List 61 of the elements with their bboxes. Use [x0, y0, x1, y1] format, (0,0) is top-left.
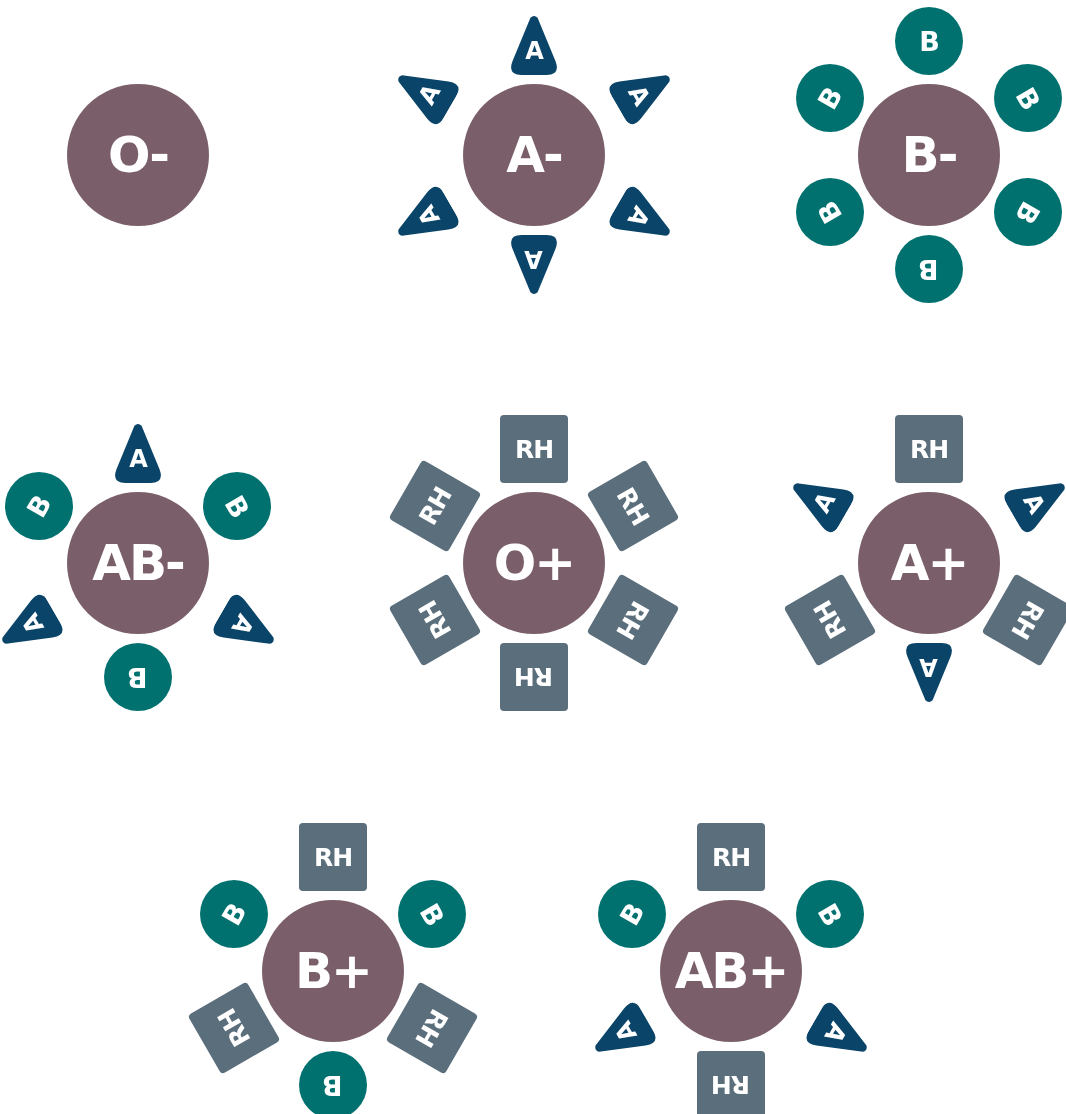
- antigen-label: B: [215, 897, 253, 931]
- antigen-label: B: [919, 253, 939, 285]
- antigen-label: RH: [610, 482, 655, 530]
- antigen-label: B: [1009, 195, 1047, 229]
- antigen-label: B: [20, 489, 58, 523]
- antigen-square: [697, 1051, 765, 1114]
- antigen-label: A: [807, 487, 841, 518]
- antigen-label: RH: [409, 1004, 454, 1052]
- antigen-square: [500, 415, 568, 483]
- antigen-label: A: [129, 445, 147, 473]
- blood-type-label: O-: [107, 126, 169, 184]
- antigen-label: RH: [413, 482, 458, 530]
- antigen-drop: [113, 423, 163, 483]
- antigen-label: A: [525, 245, 543, 273]
- antigen-label: A: [226, 608, 260, 639]
- antigen-label: B: [218, 489, 256, 523]
- antigen-square: [500, 643, 568, 711]
- blood-type-label: AB-: [92, 534, 184, 592]
- antigen-label: B: [413, 897, 451, 931]
- antigen-label: RH: [610, 596, 655, 644]
- antigen-label: RH: [514, 662, 554, 692]
- antigen-label: B: [1009, 81, 1047, 115]
- antigen-square: [697, 823, 765, 891]
- antigen-drop: [509, 15, 559, 75]
- blood-type-label: B+: [295, 942, 371, 1000]
- antigen-label: A: [609, 1016, 643, 1047]
- blood-type-label: A-: [506, 126, 562, 184]
- antigen-label: RH: [1005, 596, 1050, 644]
- antigen-label: B: [919, 25, 939, 57]
- antigen-label: A: [622, 200, 656, 231]
- antigen-label: RH: [514, 434, 554, 464]
- antigen-circle: [299, 1051, 367, 1114]
- antigen-label: RH: [909, 434, 949, 464]
- antigen-label: RH: [808, 596, 853, 644]
- antigen-label: RH: [212, 1004, 257, 1052]
- antigen-label: A: [412, 200, 446, 231]
- antigen-label: A: [412, 79, 446, 110]
- antigen-label: RH: [413, 596, 458, 644]
- antigen-label: RH: [711, 1070, 751, 1100]
- blood-type-label: AB+: [674, 942, 788, 1000]
- antigen-label: A: [1017, 487, 1051, 518]
- antigen-label: B: [613, 897, 651, 931]
- antigen-label: B: [128, 661, 148, 693]
- blood-type-label: B-: [901, 126, 957, 184]
- antigen-label: A: [525, 37, 543, 65]
- antigen-drop: [509, 235, 559, 295]
- antigen-label: A: [819, 1016, 853, 1047]
- antigen-label: RH: [313, 842, 353, 872]
- antigen-label: B: [811, 81, 849, 115]
- antigen-label: RH: [711, 842, 751, 872]
- antigen-label: B: [811, 897, 849, 931]
- blood-type-label: O+: [493, 534, 575, 592]
- antigen-label: A: [622, 79, 656, 110]
- antigen-label: B: [811, 195, 849, 229]
- antigen-drop: [904, 643, 954, 703]
- antigen-label: A: [16, 608, 50, 639]
- antigen-square: [895, 415, 963, 483]
- antigen-label: A: [920, 653, 938, 681]
- blood-type-label: A+: [890, 534, 968, 592]
- antigen-label: B: [323, 1069, 343, 1101]
- antigen-square: [299, 823, 367, 891]
